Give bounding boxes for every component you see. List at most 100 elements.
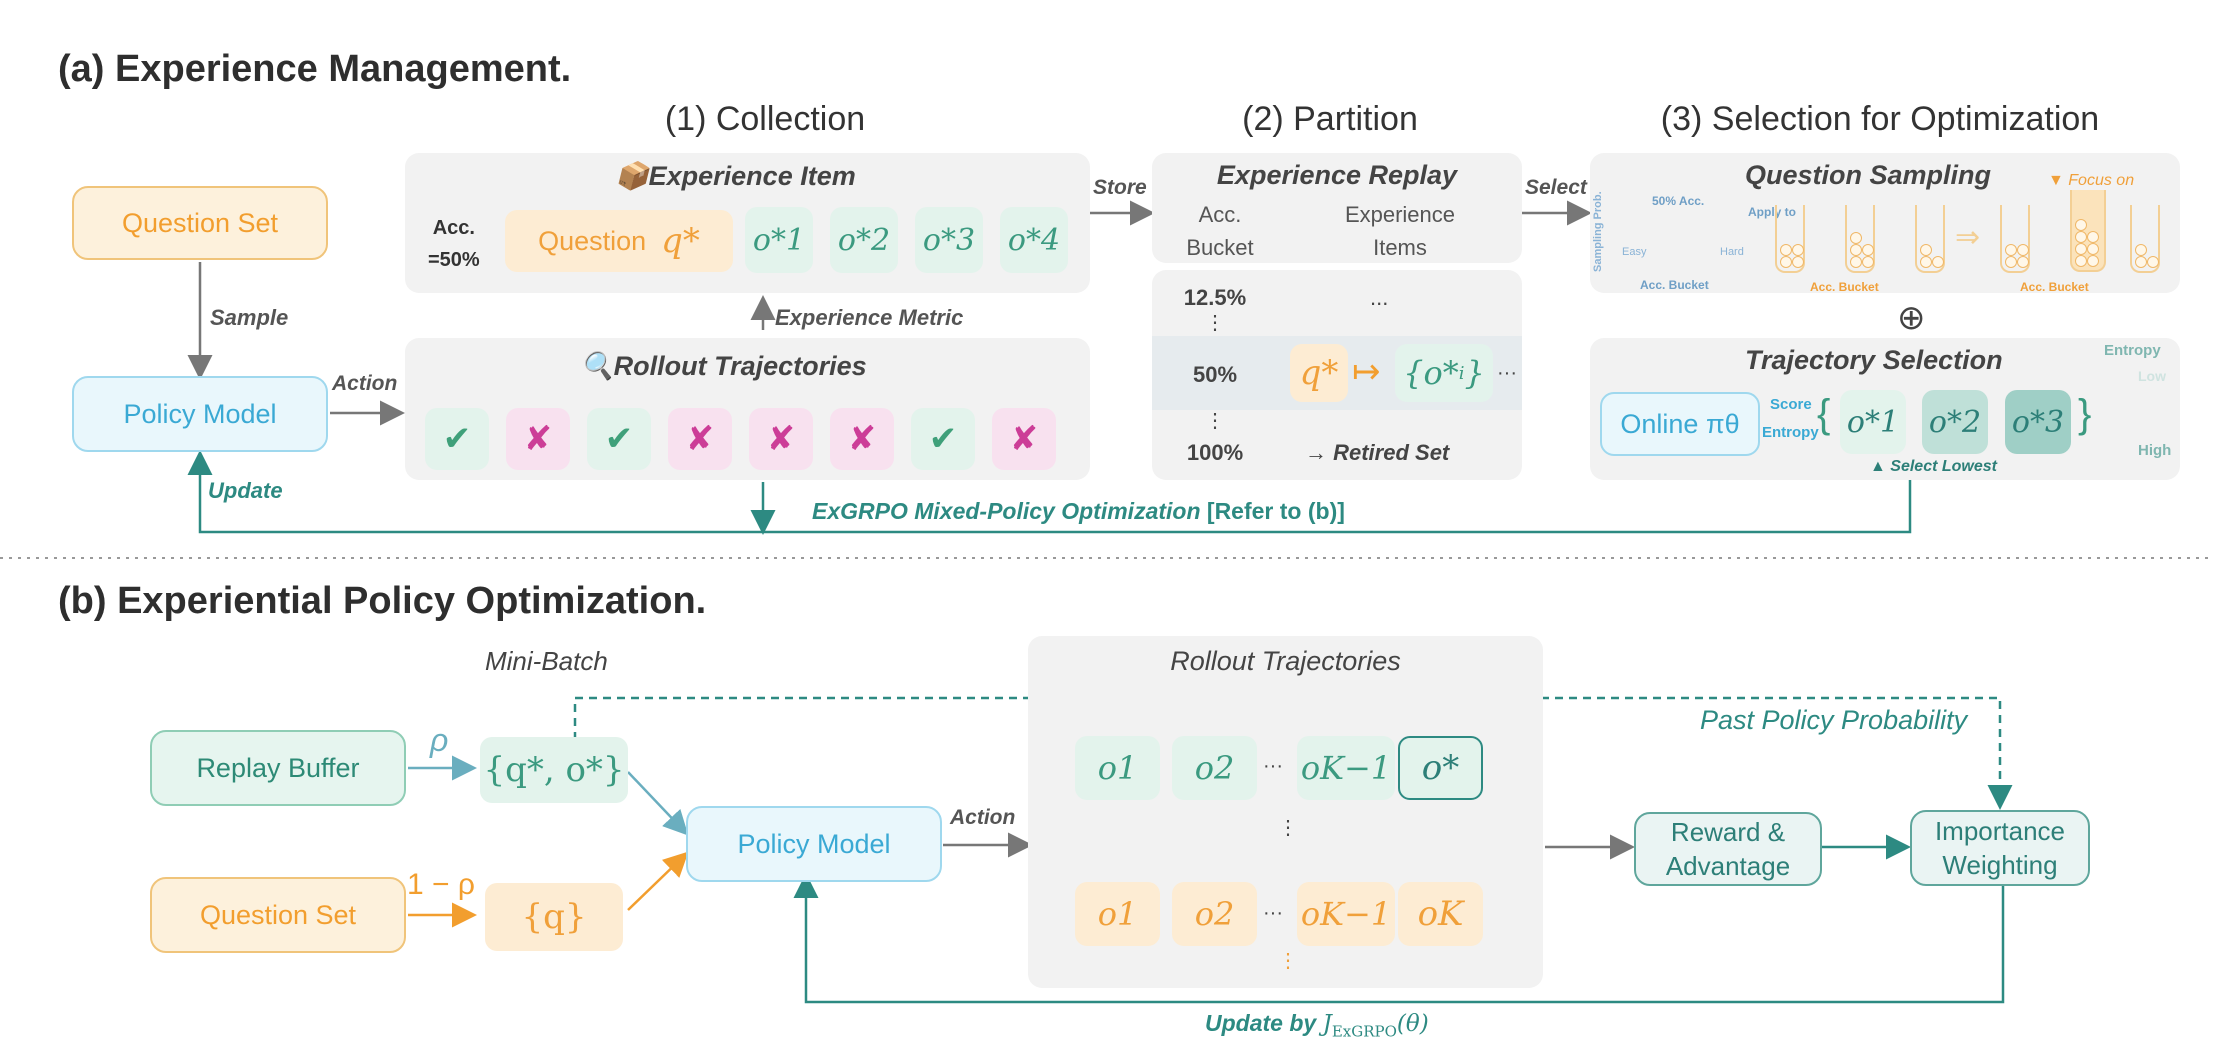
search-icon: 🔍: [580, 351, 614, 381]
bucket-50-label: 50%: [1192, 362, 1238, 387]
bucket-ellipsis: ···: [1497, 362, 1517, 384]
ball-icon: [1850, 244, 1862, 256]
maps-to-arrow: ↦: [1352, 353, 1381, 391]
collection-title: (1) Collection: [664, 100, 866, 138]
ball-icon: [1792, 256, 1804, 268]
hard-label: Hard: [1720, 246, 1744, 258]
traj-o1-tile[interactable]: o*1: [1840, 390, 1906, 454]
entropy-label: Entropy: [1762, 424, 1819, 441]
question-set-box[interactable]: Question Set: [72, 186, 328, 260]
bucket-tube-icon: [2070, 190, 2106, 272]
cross-icon: ✘: [830, 408, 894, 470]
replay-buffer-box[interactable]: Replay Buffer: [150, 730, 406, 806]
acc-block: Acc. =50%: [428, 212, 480, 276]
bucket-oi-tile[interactable]: {o*i}: [1395, 344, 1493, 402]
action-label: Action: [332, 372, 398, 395]
bucket-q-star-tile[interactable]: q*: [1290, 344, 1348, 402]
q-star: q*: [661, 221, 700, 261]
orange-ok1-tile[interactable]: oK−1: [1297, 882, 1395, 946]
orange-o1-tile[interactable]: o1: [1075, 882, 1160, 946]
vdots-b-1: ⋮: [1278, 817, 1298, 839]
acc-bucket-axis-label: Acc. Bucket: [1640, 278, 1709, 292]
section-b-title: (b) Experiential Policy Optimization.: [58, 580, 707, 622]
experience-replay-title: Experience Replay: [1216, 160, 1458, 190]
output-o1-tile[interactable]: o*1: [745, 207, 813, 273]
bucket-tube-icon: [1915, 205, 1945, 273]
green-ellipsis: ···: [1263, 755, 1283, 777]
update-loop: [187, 450, 1912, 534]
j-subscript: ExGRPO: [1331, 1022, 1397, 1041]
qo-set-tile[interactable]: {q*, o*}: [480, 737, 628, 803]
vdots-b-2: ⋮: [1278, 950, 1298, 972]
output-o4-tile[interactable]: o*4: [1000, 207, 1068, 273]
ball-icon: [1850, 256, 1862, 268]
brace-open: {: [1817, 392, 1831, 436]
output-o2-tile[interactable]: o*2: [830, 207, 898, 273]
question-q-star-tile[interactable]: Question q*: [505, 210, 733, 272]
q-set-tile[interactable]: {q}: [485, 883, 623, 951]
orange-o2-tile[interactable]: o2: [1172, 882, 1257, 946]
experience-metric-label: Experience Metric: [775, 305, 964, 330]
policy-model-box-b[interactable]: Policy Model: [686, 806, 942, 882]
bucket-12-content: ...: [1370, 285, 1389, 310]
past-policy-label: Past Policy Probability: [1700, 705, 1968, 735]
reward-advantage-box[interactable]: Reward & Advantage: [1634, 812, 1822, 886]
check-icon: ✔: [911, 408, 975, 470]
sampling-prob-label: Sampling Prob.: [1592, 191, 1604, 272]
focus-on-label: ▼ Focus on: [2048, 172, 2135, 189]
one-minus-rho-label: 1 − ρ: [407, 868, 475, 901]
policy-model-box[interactable]: Policy Model: [72, 376, 328, 452]
orange-ellipsis: ···: [1263, 902, 1283, 924]
ball-icon: [2135, 244, 2147, 256]
green-ostar-tile[interactable]: o*: [1398, 736, 1483, 800]
box-icon: 📦: [615, 161, 649, 191]
green-o1-tile[interactable]: o1: [1075, 736, 1160, 800]
ball-icon: [1920, 256, 1932, 268]
ball-icon: [2075, 231, 2087, 243]
j-symbol: J: [1322, 1011, 1332, 1037]
question-word: Question: [538, 225, 647, 256]
ball-icon: [2017, 244, 2029, 256]
ball-icon: [2147, 256, 2159, 268]
ball-icon: [1792, 244, 1804, 256]
ball-icon: [2075, 243, 2087, 255]
traj-o2-tile[interactable]: o*2: [1922, 390, 1988, 454]
bucket-12-label: 12.5%: [1183, 285, 1247, 310]
section-a-title: (a) Experience Management.: [58, 48, 572, 90]
importance-weighting-box[interactable]: Importance Weighting: [1910, 810, 2090, 886]
qo-to-policy-arrow: [627, 771, 689, 836]
check-icon: ✔: [425, 408, 489, 470]
action-label-b: Action: [950, 806, 1016, 829]
online-pi-box[interactable]: Online πθ: [1600, 392, 1760, 456]
bucket-tube-icon: [2130, 205, 2160, 273]
select-label: Select: [1525, 176, 1587, 199]
question-set-box-b[interactable]: Question Set: [150, 877, 406, 953]
ball-icon: [2087, 255, 2099, 267]
entropy-low-label: Low: [2138, 368, 2166, 384]
double-arrow-icon: ⇒: [1955, 221, 1981, 254]
output-o3-tile[interactable]: o*3: [915, 207, 983, 273]
ball-icon: [2075, 219, 2087, 231]
score-label: Score: [1770, 396, 1812, 413]
orange-ok-tile[interactable]: oK: [1398, 882, 1483, 946]
q-to-policy-arrow: [627, 851, 689, 911]
trajectory-selection-title: Trajectory Selection: [1745, 345, 2003, 375]
easy-label: Easy: [1622, 246, 1647, 258]
bucket-tube-icon: [1845, 205, 1875, 273]
ball-icon: [1780, 256, 1792, 268]
vdots-2: ⋮: [1205, 410, 1225, 432]
experience-item-title: 📦Experience Item: [615, 161, 856, 191]
green-o2-tile[interactable]: o2: [1172, 736, 1257, 800]
refer-label: [Refer to (b)]: [1206, 498, 1345, 524]
ball-icon: [1862, 256, 1874, 268]
vdots-1: ⋮: [1205, 312, 1225, 334]
entropy-high-label: High: [2138, 442, 2172, 459]
experience-items-header: Experience Items: [1344, 202, 1456, 260]
green-ok1-tile[interactable]: oK−1: [1297, 736, 1395, 800]
ball-icon: [2005, 244, 2017, 256]
acc-value: =50%: [428, 249, 480, 271]
acc-bucket-header: Acc. Bucket: [1186, 202, 1254, 260]
rollout-marks: ✔✘✔✘✘✘✔✘: [425, 408, 1075, 470]
select-lowest-label: ▲ Select Lowest: [1870, 458, 1997, 475]
traj-o3-tile[interactable]: o*3: [2005, 390, 2071, 454]
